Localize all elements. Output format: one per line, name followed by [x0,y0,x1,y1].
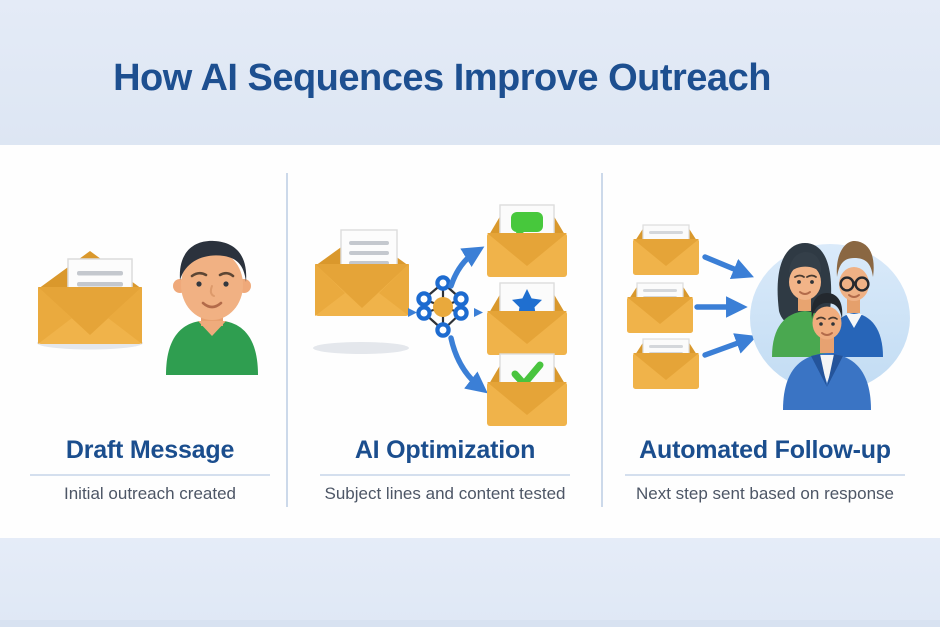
column-divider-2 [601,173,603,507]
arrow-icon [448,246,485,289]
young-man-avatar [783,293,871,410]
recipients-group-illustration [750,240,910,410]
open-envelope-icon [37,251,143,350]
open-envelope-icon [313,229,409,354]
arrow-icon [702,254,754,280]
column-heading: AI Optimization [320,436,570,476]
envelope-icon [633,224,699,275]
arrow-icon [474,308,483,317]
ai-network-icon [416,275,469,338]
checkmark-envelope-icon [487,353,567,426]
arrow-icon [448,335,488,394]
caption-draft-message: Draft Message Initial outreach created [30,436,270,504]
caption-automated-follow-up: Automated Follow-up Next step sent based… [625,436,905,504]
draft-message-illustration [37,240,258,375]
arrow-icon [408,308,417,317]
column-subtitle: Initial outreach created [64,484,236,503]
star-envelope-icon [487,282,567,355]
column-divider-1 [286,173,288,507]
man-glasses-avatar [826,240,883,357]
column-heading: Draft Message [30,436,270,476]
ai-optimization-illustration [313,204,567,426]
column-heading: Automated Follow-up [625,436,905,476]
envelope-icon [627,282,693,333]
footer-band [0,538,940,627]
person-avatar [166,240,258,375]
arrow-icon [702,333,758,358]
column-subtitle: Subject lines and content tested [324,484,566,503]
envelope-icon [633,338,699,389]
column-subtitle: Next step sent based on response [636,484,894,503]
page-title: How AI Sequences Improve Outreach [113,57,771,99]
header-band [0,0,940,145]
speech-bubble-envelope-icon [487,204,567,277]
caption-ai-optimization: AI Optimization Subject lines and conten… [320,436,570,504]
automated-follow-up-illustration [627,224,910,410]
footer-band-edge [0,620,940,627]
